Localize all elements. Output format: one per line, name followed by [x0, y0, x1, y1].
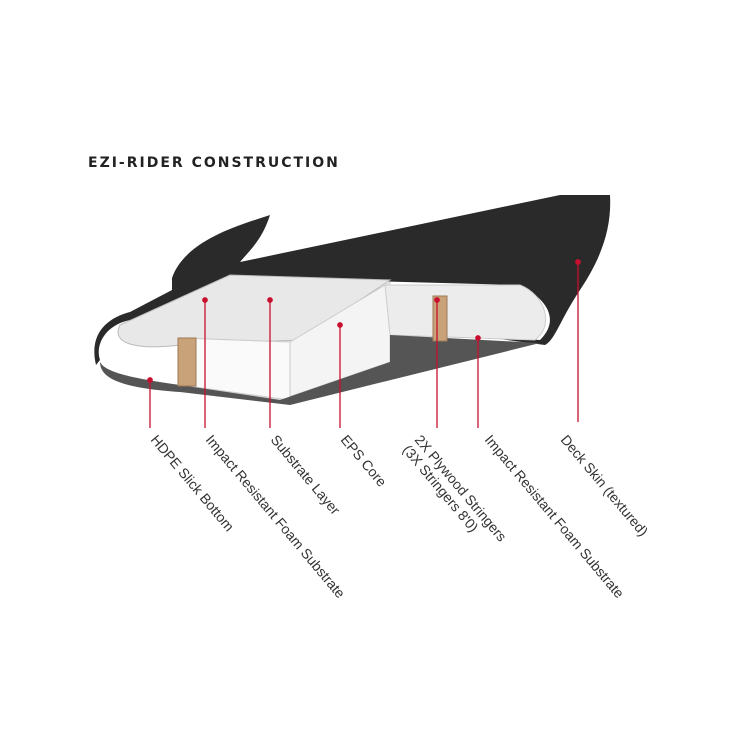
stringer-right — [432, 295, 448, 342]
foam-substrate-right — [384, 284, 547, 341]
label-eps-core: EPS Core — [338, 432, 390, 490]
hdpe-bottom — [100, 335, 540, 405]
labels: HDPE Slick Bottom Impact Resistant Foam … — [148, 432, 652, 602]
label-substrate-layer: Substrate Layer — [268, 432, 344, 518]
diagram-title: EZI-RIDER CONSTRUCTION — [88, 155, 340, 171]
pointers — [147, 259, 581, 428]
pointer-dot — [434, 297, 440, 303]
pointer-dot — [147, 377, 153, 383]
stringer-left — [177, 337, 197, 387]
pointer-dot — [475, 335, 481, 341]
pointer-dot — [337, 322, 343, 328]
label-impact-foam-right: Impact Resistant Foam Substrate — [482, 432, 628, 602]
pointer-dot — [575, 259, 581, 265]
board-cross-section — [94, 195, 611, 405]
pointer-dot — [202, 297, 208, 303]
pointer-dot — [267, 297, 273, 303]
